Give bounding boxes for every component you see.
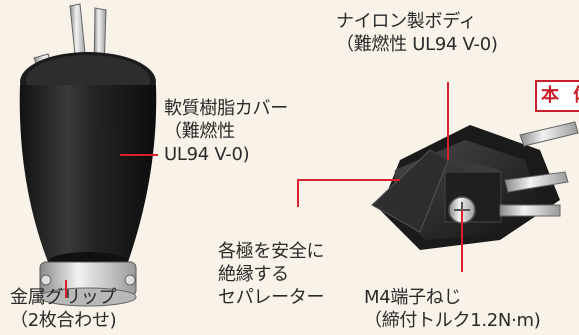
label-cover-line2: （難燃性 xyxy=(164,121,235,142)
label-body-line2: （難燃性 UL94 V-0) xyxy=(336,34,498,55)
plug-body-photo xyxy=(371,121,579,250)
label-screw: M4端子ねじ （締付トルク1.2N·m) xyxy=(364,286,541,332)
label-separator: 各極を安全に 絶縁する セパレーター xyxy=(218,240,325,309)
main-body-tag: 本 体 xyxy=(535,80,579,112)
label-body-line1: ナイロン製ボディ xyxy=(336,11,477,32)
label-body: ナイロン製ボディ （難燃性 UL94 V-0) xyxy=(336,10,498,56)
label-cover-line3: UL94 V-0) xyxy=(164,144,250,165)
label-separator-line2: 絶縁する xyxy=(218,264,289,285)
label-separator-line3: セパレーター xyxy=(218,287,325,308)
leader-lines xyxy=(65,82,463,298)
plug-cover-photo xyxy=(19,3,157,307)
leader-separator xyxy=(297,179,400,207)
label-screw-line2: （締付トルク1.2N·m) xyxy=(364,310,541,331)
label-cover-line1: 軟質樹脂カバー xyxy=(164,98,288,119)
label-grip-line2: （2枚合わせ) xyxy=(10,310,117,331)
label-cover: 軟質樹脂カバー （難燃性 UL94 V-0) xyxy=(164,97,288,166)
label-grip: 金属グリップ （2枚合わせ) xyxy=(10,286,117,332)
label-separator-line1: 各極を安全に xyxy=(218,241,325,262)
label-screw-line1: M4端子ねじ xyxy=(364,287,462,308)
label-grip-line1: 金属グリップ xyxy=(10,287,117,308)
